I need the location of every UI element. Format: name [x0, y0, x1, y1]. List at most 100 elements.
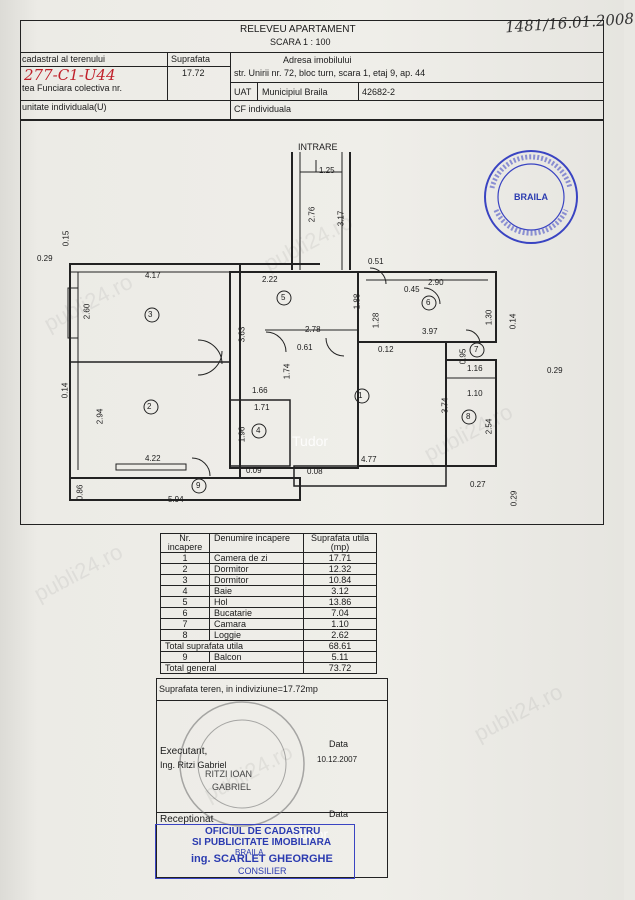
dimension-label: 2.22 — [262, 275, 278, 284]
dimension-label: 0.12 — [378, 345, 394, 354]
row-area: 7.04 — [303, 607, 377, 619]
dimension-label: 2.60 — [82, 303, 92, 320]
doc-scale: SCARA 1 : 100 — [270, 37, 331, 47]
teren-note: Suprafata teren, in indiviziune=17.72mp — [159, 684, 318, 694]
unit-label: unitate individuala(U) — [22, 102, 107, 112]
room-2-label: 2 — [147, 402, 152, 411]
row-nr: 4 — [160, 585, 210, 597]
dimension-label: 1.30 — [484, 309, 494, 326]
suprafata-value: 17.72 — [182, 68, 205, 78]
cf-label: tea Funciara colectiva nr. — [22, 83, 123, 93]
dimension-label: 0.86 — [75, 484, 85, 501]
balcon-area: 5.11 — [303, 651, 377, 663]
entrance-label: INTRARE — [298, 142, 338, 152]
dimension-label: 0.09 — [246, 466, 262, 475]
dimension-label: 0.08 — [307, 467, 323, 476]
executant-stamp-icon — [179, 701, 305, 827]
row-nr: 8 — [160, 629, 210, 641]
col-area: Suprafata utila (mp) — [303, 533, 377, 553]
dimension-label: 0.95 — [458, 348, 468, 365]
dimension-label: 4.17 — [145, 271, 161, 280]
room-9-label: 9 — [196, 481, 201, 490]
room-1-label: 1 — [358, 391, 363, 400]
dimension-label: 2.90 — [428, 278, 444, 287]
row-nr: 7 — [160, 618, 210, 630]
total-general-value: 73.72 — [303, 662, 377, 674]
dimension-label: 1.28 — [371, 312, 381, 329]
row-name: Hol — [209, 596, 304, 608]
row-nr: 5 — [160, 596, 210, 608]
executant-data-label: Data — [329, 739, 349, 749]
dimension-label: 0.45 — [404, 285, 420, 294]
row-name: Dormitor — [209, 574, 304, 586]
row-nr: 3 — [160, 574, 210, 586]
dimension-label: 4.77 — [361, 455, 377, 464]
header-block — [20, 20, 604, 120]
dimension-label: 0.29 — [509, 490, 519, 507]
dimension-label: 2.94 — [95, 408, 105, 425]
row-area: 13.86 — [303, 596, 377, 608]
uat-code: 42682-2 — [362, 87, 396, 97]
agency-seal-icon — [484, 150, 578, 244]
room-3-label: 3 — [148, 310, 153, 319]
dimension-label: 1.16 — [467, 364, 483, 373]
balcon-label: Balcon — [209, 651, 304, 663]
cf-individuala: CF individuala — [234, 104, 292, 114]
total-general-label: Total general — [160, 662, 304, 674]
signature-block — [156, 678, 388, 878]
dimension-label: 3.74 — [440, 397, 450, 414]
receptionat-data-label: Data — [329, 809, 349, 819]
dimension-label: 1.96 — [237, 426, 247, 443]
row-name: Camera de zi — [209, 552, 304, 564]
dimension-label: 0.27 — [470, 480, 486, 489]
dimension-label: 0.61 — [297, 343, 313, 352]
dimension-label: 1.10 — [467, 389, 483, 398]
suprafata-label: Suprafata — [171, 54, 211, 64]
room-8-label: 8 — [466, 412, 471, 421]
room-7-label: 7 — [474, 345, 479, 354]
room-5-label: 5 — [281, 293, 286, 302]
uat-label: UAT — [234, 87, 252, 97]
row-name: Loggie — [209, 629, 304, 641]
dimension-label: 3.17 — [336, 210, 346, 227]
row-area: 12.32 — [303, 563, 377, 575]
cad-label: cadastral al terenului — [22, 54, 106, 64]
address-value: str. Unirii nr. 72, bloc turn, scara 1, … — [234, 68, 426, 78]
office-stamp-line-4: ing. SCARLET GHEORGHE — [191, 853, 333, 865]
dimension-label: 1.88 — [352, 293, 362, 310]
watermark-tudor: Tudor — [292, 433, 329, 449]
office-stamp-line-5: CONSILIER — [238, 866, 287, 876]
room-6-label: 6 — [426, 298, 431, 307]
dimension-label: 2.78 — [305, 325, 321, 334]
dimension-label: 1.71 — [254, 403, 270, 412]
office-stamp-line-2: SI PUBLICITATE IMOBILIARA — [192, 837, 332, 848]
uat-value: Municipiul Braila — [262, 87, 328, 97]
signature-line-2: GABRIEL — [212, 782, 252, 792]
executant-label: Executant, — [160, 746, 208, 757]
row-area: 2.62 — [303, 629, 377, 641]
dimension-label: 5.94 — [168, 495, 184, 504]
balcon-nr: 9 — [160, 651, 210, 663]
total-utila-label: Total suprafata utila — [160, 640, 304, 652]
executant-name: Ing. Ritzi Gabriel — [160, 760, 227, 770]
row-area: 1.10 — [303, 618, 377, 630]
office-stamp-line-3: BRAILA — [235, 848, 264, 857]
doc-title: RELEVEU APARTAMENT — [240, 24, 356, 35]
dimension-label: 3.97 — [422, 327, 438, 336]
dimension-label: 4.22 — [145, 454, 161, 463]
floor-plan — [67, 152, 497, 501]
row-area: 17.71 — [303, 552, 377, 564]
dimension-label: 0.51 — [368, 257, 384, 266]
receptionat-label: Receptionat — [160, 814, 214, 825]
